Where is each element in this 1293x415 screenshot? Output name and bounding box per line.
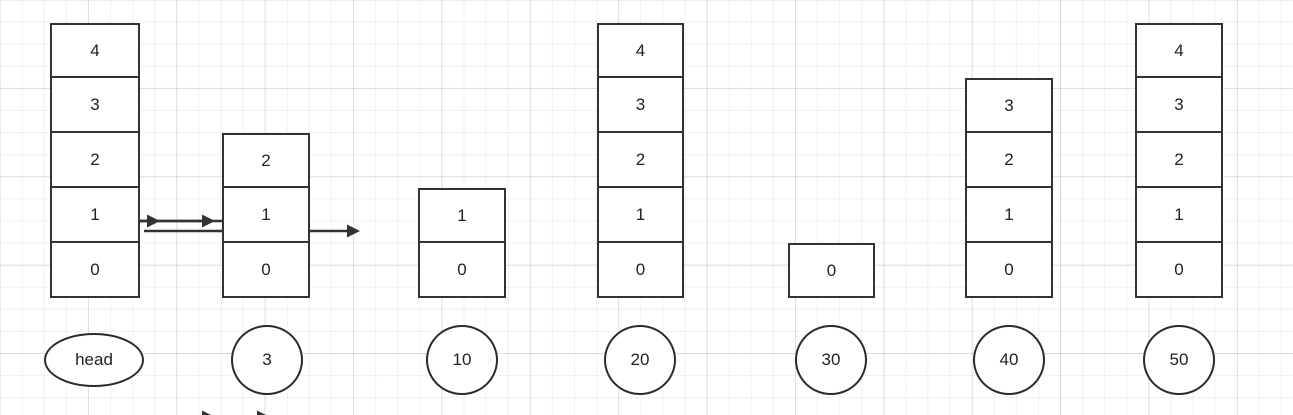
key-label: head bbox=[75, 350, 113, 369]
key-label: 40 bbox=[999, 350, 1019, 369]
key-label: 3 bbox=[262, 350, 272, 369]
level-cell-50-4[interactable]: 4 bbox=[1135, 23, 1223, 78]
level-cell-head-3[interactable]: 3 bbox=[50, 78, 140, 133]
key-10[interactable]: 10 bbox=[426, 325, 498, 395]
level-cell-50-0[interactable]: 0 bbox=[1135, 243, 1223, 298]
tower-30[interactable]: 0 bbox=[788, 243, 875, 298]
level-cell-20-4[interactable]: 4 bbox=[597, 23, 684, 78]
key-head[interactable]: head bbox=[44, 333, 144, 387]
key-40[interactable]: 40 bbox=[973, 325, 1045, 395]
level-cell-head-1[interactable]: 1 bbox=[50, 188, 140, 243]
level-cell-10-0[interactable]: 0 bbox=[418, 243, 506, 298]
key-label: 50 bbox=[1169, 350, 1189, 369]
key-label: 30 bbox=[821, 350, 841, 369]
level-cell-20-1[interactable]: 1 bbox=[597, 188, 684, 243]
level-cell-50-3[interactable]: 3 bbox=[1135, 78, 1223, 133]
level-cell-10-1[interactable]: 1 bbox=[418, 188, 506, 243]
level-cell-40-3[interactable]: 3 bbox=[965, 78, 1053, 133]
level-cell-20-0[interactable]: 0 bbox=[597, 243, 684, 298]
key-label: 20 bbox=[630, 350, 650, 369]
level-cell-50-1[interactable]: 1 bbox=[1135, 188, 1223, 243]
key-50[interactable]: 50 bbox=[1143, 325, 1215, 395]
key-20[interactable]: 20 bbox=[604, 325, 676, 395]
level-cell-3-1[interactable]: 1 bbox=[222, 188, 310, 243]
level-cell-40-0[interactable]: 0 bbox=[965, 243, 1053, 298]
key-3[interactable]: 3 bbox=[231, 325, 303, 395]
level-cell-40-2[interactable]: 2 bbox=[965, 133, 1053, 188]
key-label: 10 bbox=[452, 350, 472, 369]
level-cell-head-2[interactable]: 2 bbox=[50, 133, 140, 188]
level-cell-40-1[interactable]: 1 bbox=[965, 188, 1053, 243]
key-30[interactable]: 30 bbox=[795, 325, 867, 395]
level-cell-50-2[interactable]: 2 bbox=[1135, 133, 1223, 188]
level-cell-head-0[interactable]: 0 bbox=[50, 243, 140, 298]
level-cell-30-0[interactable]: 0 bbox=[788, 243, 875, 298]
level-cell-3-2[interactable]: 2 bbox=[222, 133, 310, 188]
level-cell-20-3[interactable]: 3 bbox=[597, 78, 684, 133]
level-cell-head-4[interactable]: 4 bbox=[50, 23, 140, 78]
level-cell-20-2[interactable]: 2 bbox=[597, 133, 684, 188]
level-cell-3-0[interactable]: 0 bbox=[222, 243, 310, 298]
